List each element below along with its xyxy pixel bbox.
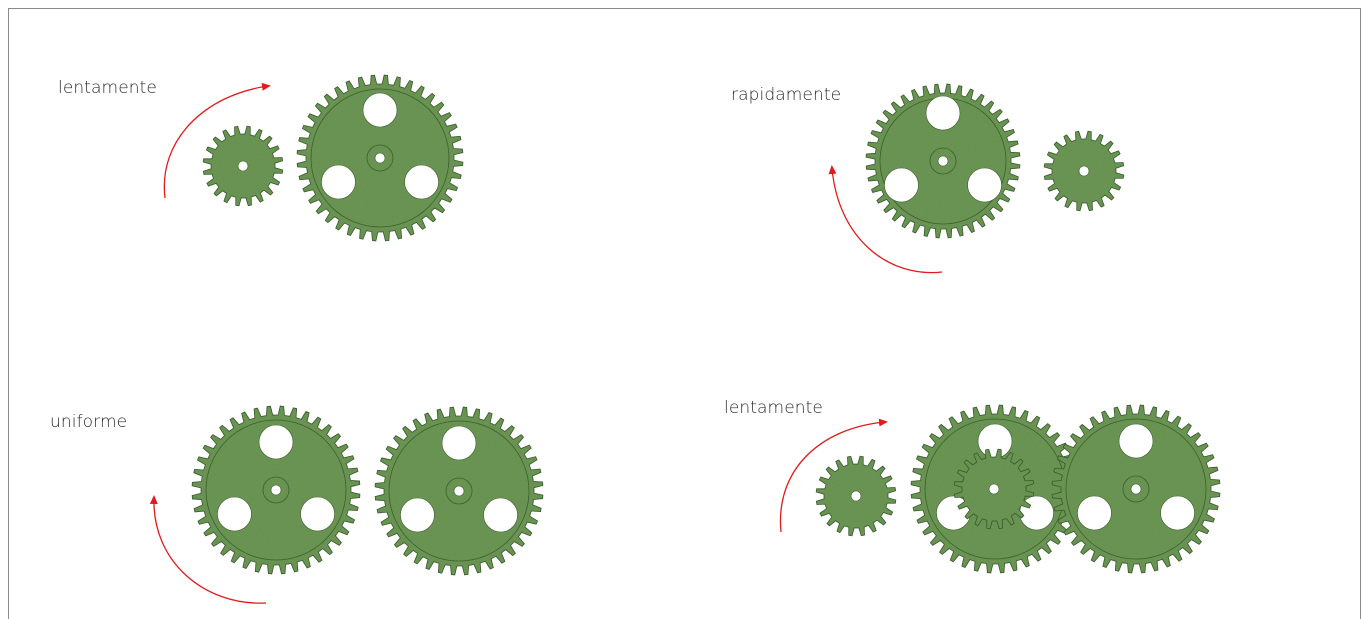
gear <box>374 406 544 576</box>
gear <box>191 405 361 575</box>
gear-axle-hole <box>1078 165 1090 177</box>
gear-axle-hole <box>988 483 1000 495</box>
gear-axle-hole <box>237 160 249 172</box>
gear-hub-ring <box>366 144 394 172</box>
scene-3-label: uniforme <box>50 412 128 432</box>
scene-1-label: lentamente <box>58 78 157 98</box>
gear <box>865 83 1021 239</box>
gear-hole <box>1077 495 1112 531</box>
gear-hole <box>404 164 439 200</box>
gear-hole <box>1160 495 1195 531</box>
gear <box>815 455 897 537</box>
diagram-frame <box>8 8 1361 619</box>
gear-rim-line <box>388 420 530 562</box>
gear-axle-hole <box>1130 483 1142 495</box>
gear-hole <box>300 496 335 532</box>
gear-hub-ring <box>262 476 290 504</box>
gear-hole <box>925 95 961 131</box>
gear-hole <box>1118 423 1154 459</box>
scene-4-label: lentamente <box>724 398 823 418</box>
gear-axle-hole <box>453 485 465 497</box>
gear-hole <box>217 496 252 532</box>
gear-axle-hole <box>850 490 862 502</box>
gear-hub-ring <box>929 147 957 175</box>
gear <box>1051 404 1221 574</box>
gear-axle-hole <box>374 152 386 164</box>
gear-axle-hole <box>937 155 949 167</box>
rotation-arrow <box>149 495 267 604</box>
gear-rim-line <box>310 88 450 228</box>
gear-hole <box>483 497 518 533</box>
rotation-arrow <box>163 82 271 199</box>
gear-hub-ring <box>1122 475 1150 503</box>
gear <box>202 125 284 207</box>
gear-hole <box>258 424 294 460</box>
gear-hole <box>362 92 398 128</box>
gear-hole <box>884 167 919 203</box>
gear <box>296 74 464 242</box>
gear <box>953 448 1035 530</box>
rotation-arrow <box>779 418 888 533</box>
gear-hub-ring <box>445 477 473 505</box>
gear-hole <box>321 164 356 200</box>
gear-rim-line <box>205 419 347 561</box>
gear-hole <box>400 497 435 533</box>
gear-hole <box>967 167 1002 203</box>
rotation-arrow <box>828 165 943 274</box>
gear-rim-line <box>1065 418 1207 560</box>
gear-hole <box>977 423 1013 459</box>
scene-2-label: rapidamente <box>731 85 842 105</box>
gear <box>1043 130 1125 212</box>
gear-axle-hole <box>270 484 282 496</box>
gear-hole <box>441 425 477 461</box>
